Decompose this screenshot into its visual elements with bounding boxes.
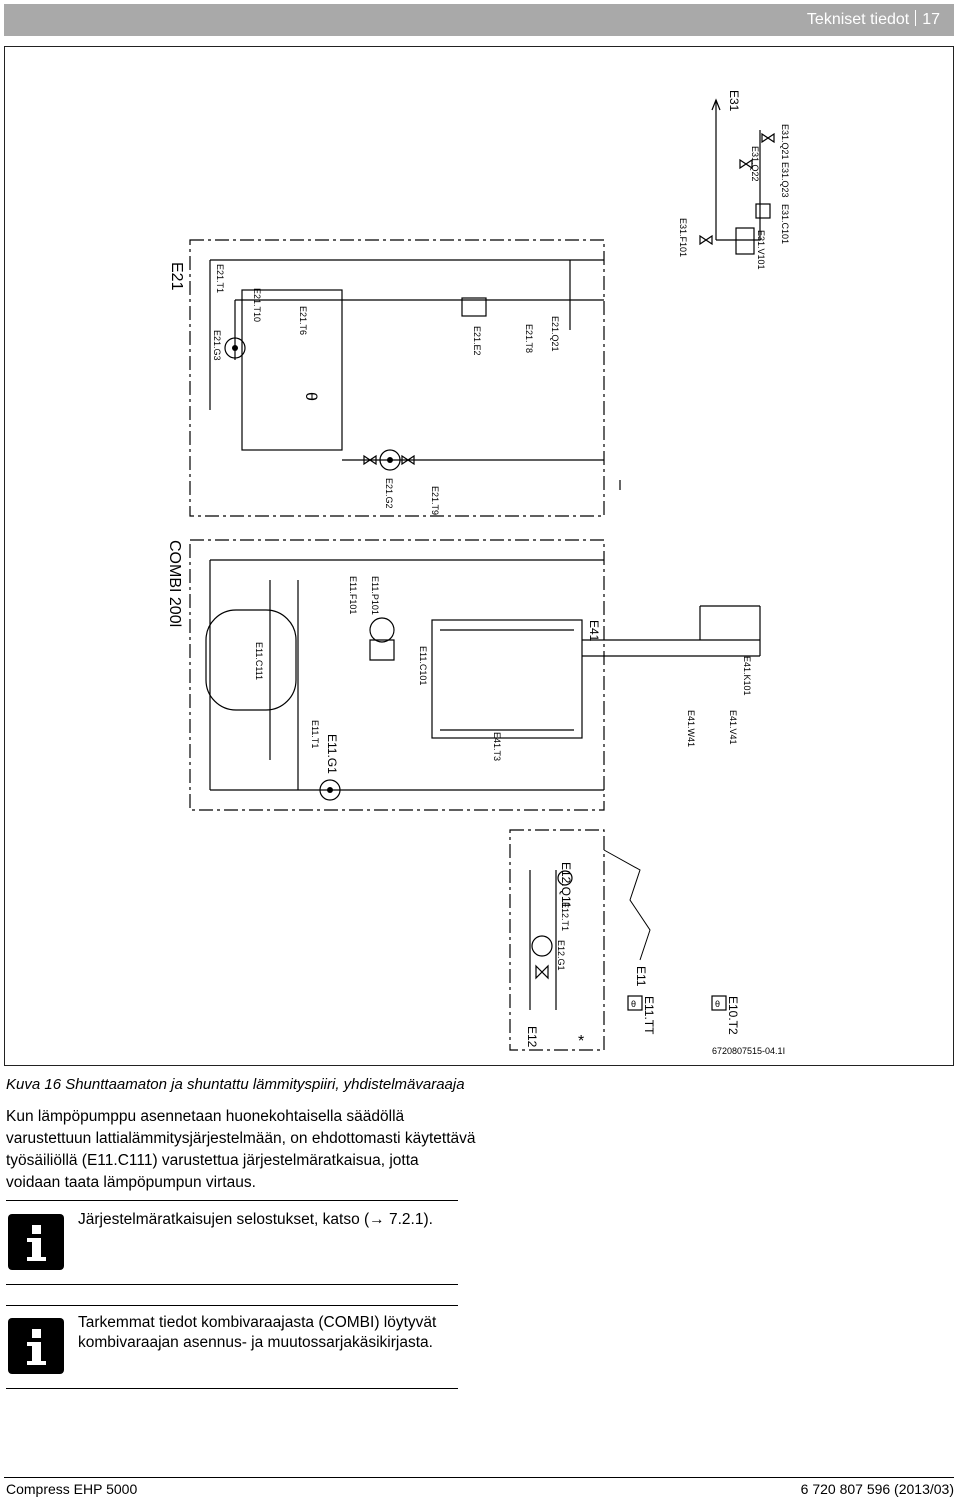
label-e21-g3: E21.G3 (212, 330, 222, 361)
label-e12-g1: E12.G1 (556, 940, 566, 971)
e10-t2-box (711, 995, 727, 1011)
hydraulic-diagram: E21 COMBI 200l E31 E41 E11 E12 E12.Q11 E… (166, 90, 790, 1056)
body-paragraph: Kun lämpöpumppu asennetaan huonekohtaise… (6, 1108, 476, 1191)
page-number: 17 (922, 11, 940, 28)
e11-c111-tank (205, 609, 297, 711)
info-icon (8, 1214, 64, 1270)
figure-code: 6720807515-04.1I (712, 1046, 785, 1056)
note-2-top-rule (6, 1305, 458, 1306)
label-e31-v101: E31.V101 (756, 230, 766, 270)
label-e31-q22: E31.Q22 (750, 146, 760, 182)
header-separator (915, 10, 917, 26)
note-2-text: Tarkemmat tiedot kombivaraajasta (COMBI)… (78, 1314, 437, 1351)
footer-rule (4, 1477, 954, 1478)
label-e21-g2: E21.G2 (384, 478, 394, 509)
label-theta: θ (302, 392, 319, 401)
label-e11-tt: E11.TT (642, 996, 656, 1035)
label-e11: E11 (634, 966, 648, 987)
label-theta-tt: θ (631, 999, 636, 1009)
e21-store-tank (241, 289, 343, 451)
label-e31-q23: E31.Q23 (780, 162, 790, 198)
figure-caption: Kuva 16 Shunttaamaton ja shuntattu lämmi… (6, 1076, 465, 1093)
e21-g3-pump (224, 337, 246, 359)
e12-g1-pump (531, 935, 553, 957)
footer-product: Compress EHP 5000 (6, 1481, 138, 1497)
label-e41: E41 (587, 620, 601, 642)
e31-v101 (735, 227, 755, 255)
e11-p101-vessel (369, 617, 395, 643)
label-e21-t6: E21.T6 (298, 306, 308, 335)
label-e11-t1: E11.T1 (310, 720, 320, 748)
label-theta-t2: θ (715, 999, 720, 1009)
label-e11-g1: E11.G1 (325, 734, 339, 774)
label-e21-t1: E21.T1 (215, 264, 225, 293)
label-e11-c111: E11.C111 (254, 642, 264, 680)
e11-tt-box (627, 995, 643, 1011)
footer-doc-number: 6 720 807 596 (2013/03) (800, 1481, 954, 1497)
label-e21-q21: E21.Q21 (550, 316, 560, 352)
label-e21-t8: E21.T8 (524, 324, 534, 353)
label-e41-k101: E41.K101 (742, 656, 752, 696)
label-e21-e2: E21.E2 (472, 326, 482, 356)
note-2-bottom-rule (6, 1388, 458, 1389)
combi-boundary (189, 539, 605, 811)
label-e21-t10: E21.T10 (252, 288, 262, 322)
note-1-top-rule (6, 1200, 458, 1201)
page-header-bar: Tekniset tiedot 17 (4, 4, 954, 36)
e21-g2-pump (379, 449, 401, 471)
label-e21: E21 (168, 262, 185, 291)
label-e41-w41: E41.W41 (686, 710, 696, 747)
label-e12-t1: E12.T1 (560, 902, 570, 931)
e21-e2-heater (461, 297, 487, 317)
e12-boundary (509, 829, 605, 1051)
label-e31-c101: E31.C101 (780, 204, 790, 244)
e21-boundary (189, 239, 605, 517)
e11-g1-pump (319, 779, 341, 801)
info-icon (8, 1318, 64, 1374)
label-e11-c101: E11.C101 (418, 646, 428, 685)
section-title: Tekniset tiedot (806, 11, 910, 28)
label-e31-q21: E31.Q21 (780, 124, 790, 160)
label-e11-f101: E11.F101 (348, 576, 358, 614)
label-e12-q11: E12.Q11 (559, 862, 573, 909)
label-e21-t9: E21.T9 (430, 486, 440, 515)
e11-c101-block (431, 619, 583, 739)
note-1-bottom-rule (6, 1284, 458, 1285)
e12-q11-motor (557, 870, 573, 886)
label-e11-p101: E11.P101 (370, 576, 380, 615)
e31-c101 (755, 203, 771, 219)
label-combi: COMBI 200l (166, 540, 183, 627)
figure-frame (4, 46, 954, 1066)
note-1-text: Järjestelmäratkaisujen selostukset, kats… (78, 1211, 433, 1228)
label-e12: E12 (525, 1026, 539, 1048)
label-asterisk: * (578, 1033, 584, 1050)
label-e31-f101: E31.F101 (678, 218, 688, 257)
label-e10-t2: E10.T2 (726, 996, 740, 1035)
label-e31: E31 (727, 90, 741, 112)
label-e41-v41: E41.V41 (728, 710, 738, 745)
label-e41-t3: E41.T3 (492, 732, 502, 761)
page-header: Tekniset tiedot 17 (807, 10, 940, 29)
